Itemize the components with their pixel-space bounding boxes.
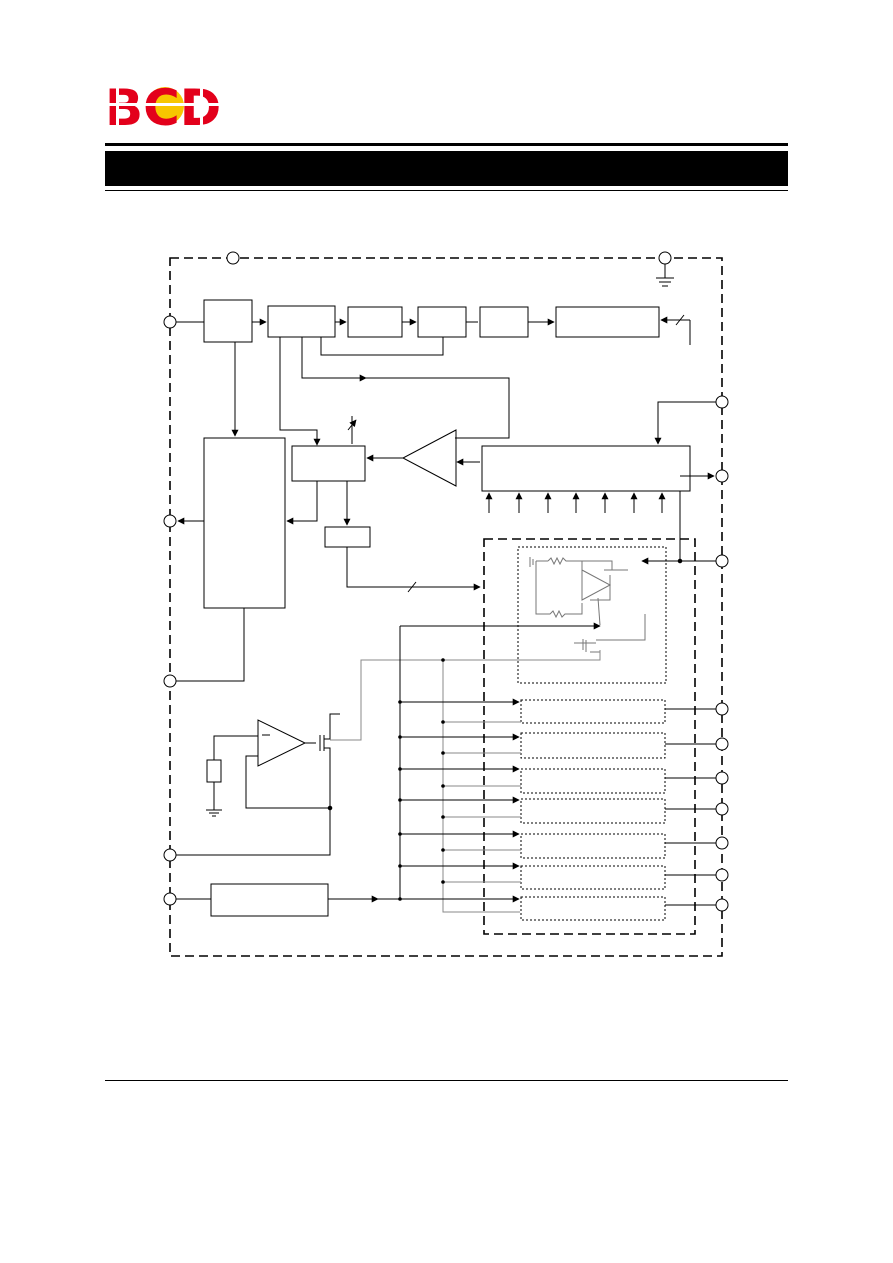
block-small bbox=[324, 526, 371, 548]
block-stage-3 bbox=[417, 306, 467, 338]
wire-mux-pin-r3 bbox=[679, 491, 716, 562]
block-stage-5 bbox=[555, 306, 660, 338]
block-input-bottom bbox=[210, 883, 329, 917]
led-driver-channels bbox=[520, 699, 666, 921]
wire-opamp-feedback bbox=[176, 755, 331, 856]
pin-left-2 bbox=[163, 514, 177, 528]
regulator-internals bbox=[529, 556, 646, 653]
pin-right-6 bbox=[715, 771, 729, 785]
block-control-logic bbox=[203, 437, 286, 609]
pin-right-2 bbox=[715, 469, 729, 483]
wire-reg-logic bbox=[286, 481, 318, 525]
current-regulator-region bbox=[517, 546, 667, 684]
bcd-logo: BCD bbox=[103, 79, 227, 137]
block-stage-2 bbox=[347, 306, 403, 338]
pin-right-3 bbox=[715, 554, 729, 568]
wire-logic-pin3 bbox=[176, 608, 245, 682]
amplifier-triangle bbox=[401, 429, 457, 487]
header-rule-bottom bbox=[105, 190, 788, 191]
wire-vref-to-regulator bbox=[330, 650, 601, 741]
wire-dec-ctrl bbox=[279, 337, 321, 446]
pin-left-1 bbox=[163, 315, 177, 329]
pin-left-3 bbox=[163, 674, 177, 688]
footer-rule bbox=[105, 1080, 788, 1081]
pin-right-5 bbox=[715, 737, 729, 751]
pin-right-1 bbox=[715, 395, 729, 409]
bus-junctions bbox=[398, 658, 445, 901]
header-rule-top bbox=[105, 143, 788, 146]
block-stage-4 bbox=[479, 306, 529, 338]
header-bar bbox=[105, 151, 788, 186]
block-input-buffer bbox=[203, 299, 253, 343]
pin-right-10 bbox=[715, 898, 729, 912]
logo-cut-v2 bbox=[200, 82, 203, 128]
pin-right-7 bbox=[715, 802, 729, 816]
pin-top-1 bbox=[226, 251, 240, 265]
ground-symbol-ref bbox=[206, 782, 222, 817]
wire-ext-bus bbox=[675, 314, 691, 345]
wire-dec-long bbox=[301, 337, 367, 382]
channel-inputs bbox=[400, 698, 521, 903]
block-mux bbox=[481, 445, 691, 492]
mosfet-pass bbox=[305, 713, 340, 808]
pin-right-8 bbox=[715, 836, 729, 850]
wire-feedback-s3 bbox=[320, 337, 444, 356]
wire-to-amp bbox=[366, 377, 510, 439]
bus-vertical-2 bbox=[442, 660, 520, 913]
block-register bbox=[291, 445, 366, 482]
bus-slash bbox=[407, 581, 417, 593]
node-feedback bbox=[327, 805, 333, 811]
bus-vertical-1 bbox=[378, 626, 401, 900]
ground-symbol-top bbox=[656, 264, 674, 287]
logo-cut-v1 bbox=[116, 82, 119, 128]
wire-reg-bus-in bbox=[347, 416, 356, 444]
pin-top-gnd bbox=[658, 251, 672, 265]
pin-left-5 bbox=[163, 892, 177, 906]
reference-battery bbox=[206, 759, 222, 783]
mux-input-arrows bbox=[485, 492, 666, 513]
wire-small-driver bbox=[346, 547, 481, 591]
block-decoder bbox=[267, 305, 336, 338]
op-amp bbox=[257, 719, 307, 767]
pin-left-4 bbox=[163, 848, 177, 862]
bcd-logo-graphic: BCD bbox=[103, 79, 227, 137]
pin-right-4 bbox=[715, 702, 729, 716]
logo-cut-horizontal bbox=[103, 103, 227, 106]
pin-right-9 bbox=[715, 868, 729, 882]
wire-pin-r1-mux bbox=[654, 401, 716, 445]
wire-opamp-ref bbox=[213, 735, 258, 760]
channel-outputs bbox=[665, 708, 716, 906]
chip-boundary bbox=[169, 257, 723, 957]
